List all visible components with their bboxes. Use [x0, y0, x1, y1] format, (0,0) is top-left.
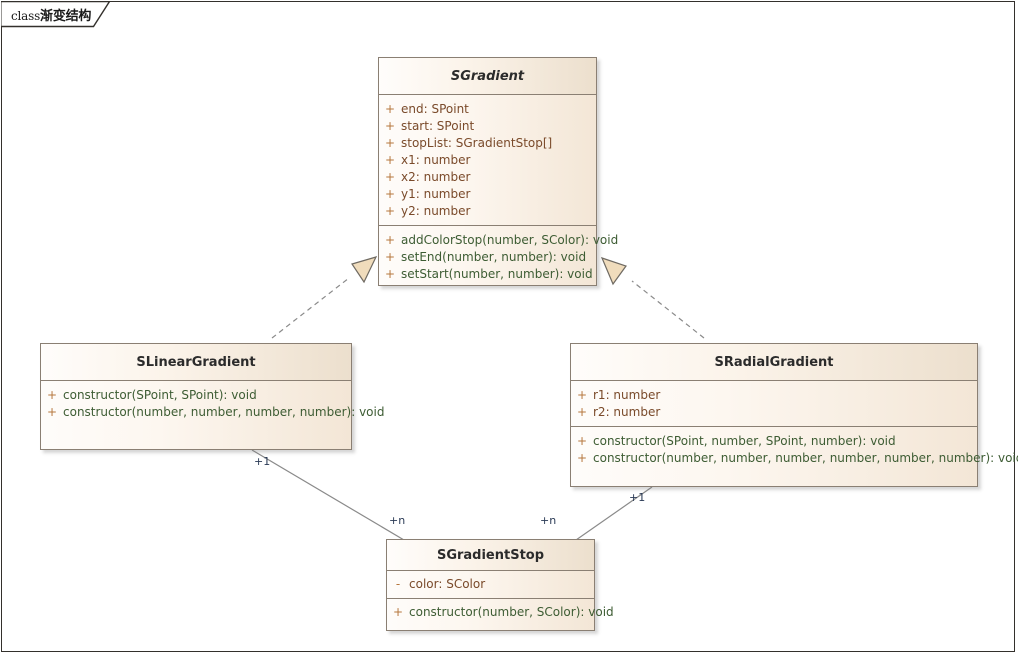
visibility-marker: +	[576, 405, 588, 419]
attribute-label: x1: number	[401, 153, 471, 167]
method-label: constructor(number, number, number, numb…	[63, 405, 385, 419]
attribute-label: end: SPoint	[401, 102, 469, 116]
visibility-marker: +	[46, 388, 58, 402]
method-label: constructor(number, number, number, numb…	[593, 451, 1018, 465]
visibility-marker: +	[384, 187, 396, 201]
attribute-row: + r1: number	[571, 387, 977, 404]
method-label: constructor(SPoint, number, SPoint, numb…	[593, 434, 896, 448]
visibility-marker: +	[384, 267, 396, 281]
class-title-sgradientstop: SGradientStop	[387, 540, 594, 571]
diagram-frame-tab-label: class渐变结构	[11, 5, 91, 24]
method-row: + constructor(number, SColor): void	[387, 604, 614, 621]
method-label: setStart(number, number): void	[401, 267, 593, 281]
visibility-marker: +	[384, 136, 396, 150]
attribute-row: + y2: number	[379, 203, 596, 220]
class-methods-sgradientstop: + constructor(number, SColor): void	[387, 598, 614, 626]
method-label: constructor(SPoint, SPoint): void	[63, 388, 257, 402]
class-title-slineargradient: SLinearGradient	[41, 344, 351, 381]
class-attributes-sradialgradient: + r1: number + r2: number	[571, 381, 977, 426]
visibility-marker: +	[384, 153, 396, 167]
attribute-row: + r2: number	[571, 404, 977, 421]
attribute-row: + x2: number	[379, 169, 596, 186]
class-box-sradialgradient[interactable]: SRadialGradient + r1: number + r2: numbe…	[570, 343, 1018, 487]
attribute-label: start: SPoint	[401, 119, 475, 133]
class-box-sgradientstop[interactable]: SGradientStop - color: SColor + construc…	[386, 539, 614, 631]
class-box-sgradient[interactable]: SGradient + end: SPoint + start: SPoint …	[378, 57, 618, 288]
visibility-marker: +	[384, 102, 396, 116]
visibility-marker: +	[46, 405, 58, 419]
method-row: + setEnd(number, number): void	[379, 249, 596, 266]
class-title-sradialgradient: SRadialGradient	[571, 344, 977, 381]
attribute-label: stopList: SGradientStop[]	[401, 136, 553, 150]
attribute-row: + end: SPoint	[379, 101, 596, 118]
multiplicity-radial-source: +1	[629, 491, 646, 504]
visibility-marker: -	[395, 577, 401, 591]
method-label: constructor(number, SColor): void	[409, 605, 614, 619]
class-methods-slineargradient: + constructor(SPoint, SPoint): void + co…	[41, 381, 385, 426]
attribute-row: + stopList: SGradientStop[]	[379, 135, 596, 152]
method-row: + constructor(SPoint, SPoint): void	[41, 387, 351, 404]
method-row: + constructor(number, number, number, nu…	[571, 450, 1018, 467]
visibility-marker: +	[384, 119, 396, 133]
attribute-label: y2: number	[401, 204, 471, 218]
diagram-frame-tab[interactable]	[1, 1, 113, 28]
method-label: setEnd(number, number): void	[401, 250, 587, 264]
visibility-marker: +	[384, 170, 396, 184]
realization-line-linear	[271, 277, 350, 339]
frame-title: 渐变结构	[40, 9, 92, 24]
method-row: + setStart(number, number): void	[379, 266, 596, 283]
class-attributes-sgradient: + end: SPoint + start: SPoint + stopList…	[379, 95, 596, 225]
visibility-marker: +	[384, 204, 396, 218]
method-row: + addColorStop(number, SColor): void	[379, 232, 618, 249]
attribute-label: color: SColor	[409, 577, 486, 591]
attribute-label: y1: number	[401, 187, 471, 201]
attribute-row: + x1: number	[379, 152, 596, 169]
method-row: + constructor(SPoint, number, SPoint, nu…	[571, 433, 977, 450]
class-attributes-sgradientstop: - color: SColor	[387, 571, 594, 598]
visibility-marker: +	[576, 451, 588, 465]
association-slineargradient-to-sgradientstop	[251, 449, 405, 541]
visibility-marker: +	[576, 388, 588, 402]
class-box-slineargradient[interactable]: SLinearGradient + constructor(SPoint, SP…	[40, 343, 385, 450]
realization-slineargradient-to-sgradient	[271, 256, 378, 339]
realization-sradialgradient-to-sgradient	[600, 257, 705, 339]
realization-arrowhead-linear	[351, 256, 378, 284]
realization-arrowhead-radial	[600, 257, 627, 286]
multiplicity-radial-target: +n	[540, 514, 557, 527]
class-title-sgradient: SGradient	[379, 58, 596, 95]
method-row: + constructor(number, number, number, nu…	[41, 404, 385, 421]
attribute-label: r2: number	[593, 405, 661, 419]
visibility-marker: +	[384, 233, 396, 247]
realization-line-radial	[631, 280, 705, 339]
attribute-row: + y1: number	[379, 186, 596, 203]
method-label: addColorStop(number, SColor): void	[401, 233, 619, 247]
visibility-marker: +	[576, 434, 588, 448]
class-methods-sgradient: + addColorStop(number, SColor): void + s…	[379, 225, 618, 288]
multiplicity-linear-source: +1	[254, 455, 271, 468]
attribute-row: - color: SColor	[387, 576, 594, 593]
frame-keyword: class	[11, 9, 41, 23]
attribute-row: + start: SPoint	[379, 118, 596, 135]
multiplicity-linear-target: +n	[389, 514, 406, 527]
association-line-linear	[251, 449, 405, 541]
visibility-marker: +	[392, 605, 404, 619]
visibility-marker: +	[384, 250, 396, 264]
attribute-label: r1: number	[593, 388, 661, 402]
frame-tab-shape	[1, 1, 111, 28]
class-methods-sradialgradient: + constructor(SPoint, number, SPoint, nu…	[571, 426, 1018, 472]
attribute-label: x2: number	[401, 170, 471, 184]
